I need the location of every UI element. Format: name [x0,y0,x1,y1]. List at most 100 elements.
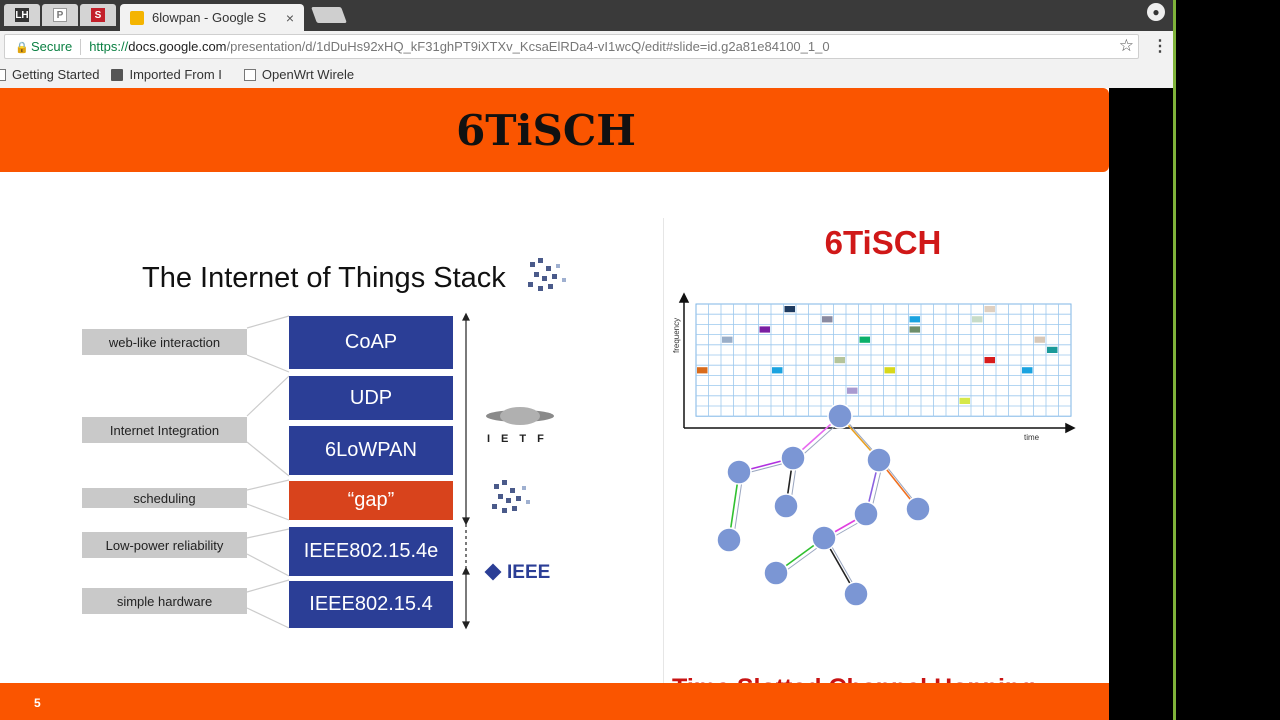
mesh-node [853,501,879,527]
tab-title: 6lowpan - Google S [152,10,267,25]
x-axis-label: time [1024,433,1040,442]
bookmark-label: OpenWrt Wirele [261,67,355,82]
schedule-cell [859,336,870,343]
tab-close-icon[interactable]: × [285,9,294,26]
google-slides-icon [130,10,144,25]
mesh-node [773,493,799,519]
ietf-logo-graphic [486,407,554,425]
pinned-tab-lh[interactable]: LH [4,4,40,26]
bookmark-imported[interactable]: Imported From I [111,67,222,82]
label-scheduling: scheduling [82,488,247,508]
browser-chrome: LH P S 6lowpan - Google S × ● 🔒 Secure h… [0,0,1175,88]
mesh-node [905,496,931,522]
mesh-links [728,415,923,597]
browser-menu-icon[interactable]: ⋮ [1152,38,1168,55]
schedule-cell [822,316,833,323]
schedule-cell [697,367,708,374]
figure-title: 6TiSCH [824,224,942,261]
schedule-cell [972,316,983,323]
bookmark-label: Getting Started [12,67,100,82]
mesh-node [726,459,752,485]
label-simple-hardware: simple hardware [82,588,247,614]
schedule-grid [695,303,1072,417]
file-icon [0,68,6,81]
toolbar: 🔒 Secure https://docs.google.com /presen… [0,31,1175,61]
address-bar[interactable]: 🔒 Secure https://docs.google.com /presen… [4,34,1139,59]
mesh-node [866,447,892,473]
lh-favicon-icon: LH [15,8,29,22]
pinned-tab-p[interactable]: P [42,4,78,26]
lock-icon: 🔒 [15,41,29,54]
stack-heading: The Internet of Things Stack [142,262,506,294]
schedule-cell [1034,336,1045,343]
mesh-node [827,403,853,429]
schedule-cell [784,306,795,313]
mesh-nodes [716,403,931,607]
window-margin [1109,88,1175,720]
label-web-like-interaction: web-like interaction [82,329,247,355]
slide-number: 5 [34,696,41,710]
label-low-power-reliability: Low-power reliability [82,532,247,558]
ieee-logo-text: IEEE [507,562,551,583]
pinned-tab-s[interactable]: S [80,4,116,26]
layer-udp: UDP [289,376,453,420]
new-tab-button[interactable] [311,7,347,23]
folder-icon [111,68,124,81]
mesh-node [780,445,806,471]
p-favicon-icon: P [53,8,67,22]
bookmark-label: Imported From I [129,67,222,82]
url-host: https://docs.google.com [89,39,226,54]
label-internet-integration: Internet Integration [82,417,247,443]
s-favicon-icon: S [91,8,105,22]
schedule-cells [697,306,1058,404]
mesh-node [716,527,742,553]
stack-connectors [246,258,566,630]
url-scheme: https:// [89,39,129,54]
ieee-logo: IEEE [484,562,551,584]
schedule-cell [759,326,770,333]
6tisch-logo-small [528,258,566,291]
title-bar [0,88,1109,172]
tsch-figure: frequency time [672,292,1076,607]
file-icon [243,68,256,81]
mesh-node [763,560,789,586]
layer-coap: CoAP [289,316,453,369]
tab-strip: LH P S 6lowpan - Google S × ● [0,0,1175,31]
schedule-cell [984,357,995,364]
schedule-cell [984,306,995,313]
profile-icon[interactable]: ● [1147,3,1165,21]
url-domain: docs.google.com [128,39,227,54]
slide-canvas[interactable]: 6TiSCH [0,88,1109,720]
url-path: /presentation/d/1dDuHs92xHQ_kF31ghPT9iXT… [226,39,830,54]
window-border [1173,0,1176,720]
schedule-cell [909,326,920,333]
bookmark-getting-started[interactable]: Getting Started [0,67,99,82]
mesh-node [843,581,869,607]
schedule-cell [1047,346,1058,353]
bookmark-openwrt[interactable]: OpenWrt Wirele [243,67,355,82]
slide-title: 6TiSCH [456,106,636,155]
bookmarks-bar: Getting Started Imported From I OpenWrt … [0,61,1175,88]
schedule-cell [772,367,783,374]
schedule-cell [1022,367,1033,374]
y-axis-arrow [678,292,690,303]
y-axis-label: frequency [672,318,681,353]
6tisch-logo-small-2 [492,480,530,513]
url-separator [80,38,82,55]
layer-gap: “gap” [289,481,453,520]
layer-ieee802154e: IEEE802.15.4e [289,527,453,576]
layer-6lowpan: 6LoWPAN [289,426,453,475]
bookmark-star-icon[interactable]: ☆ [1118,36,1134,55]
schedule-cell [959,397,970,404]
ieee-diamond-icon [484,563,502,581]
secure-label: Secure [31,39,73,54]
schedule-cell [722,336,733,343]
x-axis-arrow [1065,422,1076,434]
tsch-figure-panel: frequency time 6TiSCH Time Slotted Chann… [663,218,1109,720]
ietf-logo-text: IETF [487,433,555,445]
tab-6lowpan[interactable]: 6lowpan - Google S × [120,4,304,31]
schedule-cell [909,316,920,323]
schedule-cell [834,357,845,364]
bottom-bar [0,683,1109,720]
